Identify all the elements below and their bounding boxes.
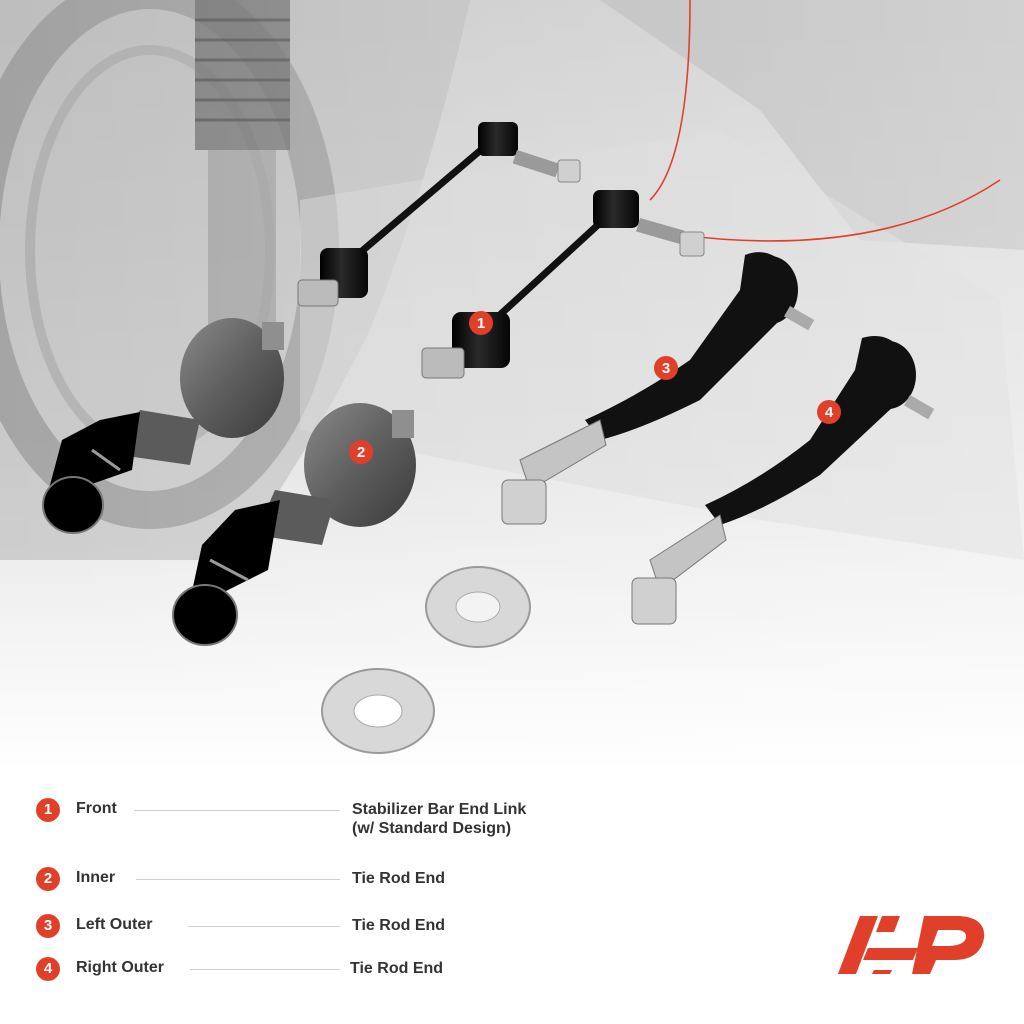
legend-description-line1: Tie Rod End — [350, 960, 444, 977]
brand-logo — [838, 916, 985, 974]
callout-1: 1 — [469, 311, 493, 335]
stabilizer-link-back — [297, 122, 581, 307]
callout-1-label: 1 — [477, 315, 485, 332]
lock-washer-b — [321, 668, 435, 754]
legend-description-line2: (w/ Standard Design) — [352, 820, 512, 837]
legend-number-badge: 3 — [36, 914, 60, 938]
legend-row-left-outer: 3 Left Outer Tie Rod End — [36, 914, 656, 940]
legend-number-badge: 4 — [36, 957, 60, 981]
inner-tie-rod-a — [42, 318, 284, 534]
outer-tie-rod-right — [631, 336, 935, 625]
legend-description: Tie Rod End — [352, 916, 445, 935]
legend-divider — [134, 810, 340, 811]
inner-tie-rod-b — [172, 403, 416, 646]
legend-row-front: 1 Front Stabilizer Bar End Link (w/ Stan… — [36, 798, 656, 837]
legend-position-label: Left Outer — [76, 916, 153, 933]
legend-row-right-outer: 4 Right Outer Tie Rod End — [36, 957, 656, 983]
product-scene: 1 2 3 4 — [0, 0, 1024, 770]
outer-tie-rod-left — [501, 252, 815, 525]
callout-2: 2 — [349, 440, 373, 464]
legend-number-badge: 1 — [36, 798, 60, 822]
legend-description-line1: Tie Rod End — [352, 917, 446, 934]
legend-description-line1: Tie Rod End — [352, 870, 446, 887]
callout-4-label: 4 — [825, 404, 834, 421]
legend-divider — [188, 926, 340, 927]
legend-position-label: Front — [76, 800, 117, 817]
legend-position-label: Right Outer — [76, 959, 164, 976]
legend-position-label: Inner — [76, 869, 116, 886]
accent-line — [649, 0, 1001, 242]
legend-description: Tie Rod End — [352, 869, 445, 888]
legend-description: Tie Rod End — [350, 959, 443, 978]
legend-number-badge: 2 — [36, 867, 60, 891]
callout-2-label: 2 — [357, 444, 365, 461]
product-photo: 1 2 3 4 — [0, 0, 1024, 770]
legend-description-line1: Stabilizer Bar End Link — [352, 801, 527, 818]
legend-divider — [190, 969, 340, 970]
legend-description: Stabilizer Bar End Link (w/ Standard Des… — [352, 800, 526, 838]
callout-4: 4 — [817, 400, 841, 424]
callout-3: 3 — [654, 356, 678, 380]
callout-3-label: 3 — [662, 360, 670, 377]
legend-divider — [136, 879, 340, 880]
stabilizer-link-front — [421, 190, 705, 379]
lock-washer-a — [425, 566, 531, 648]
legend-row-inner: 2 Inner Tie Rod End — [36, 867, 656, 893]
